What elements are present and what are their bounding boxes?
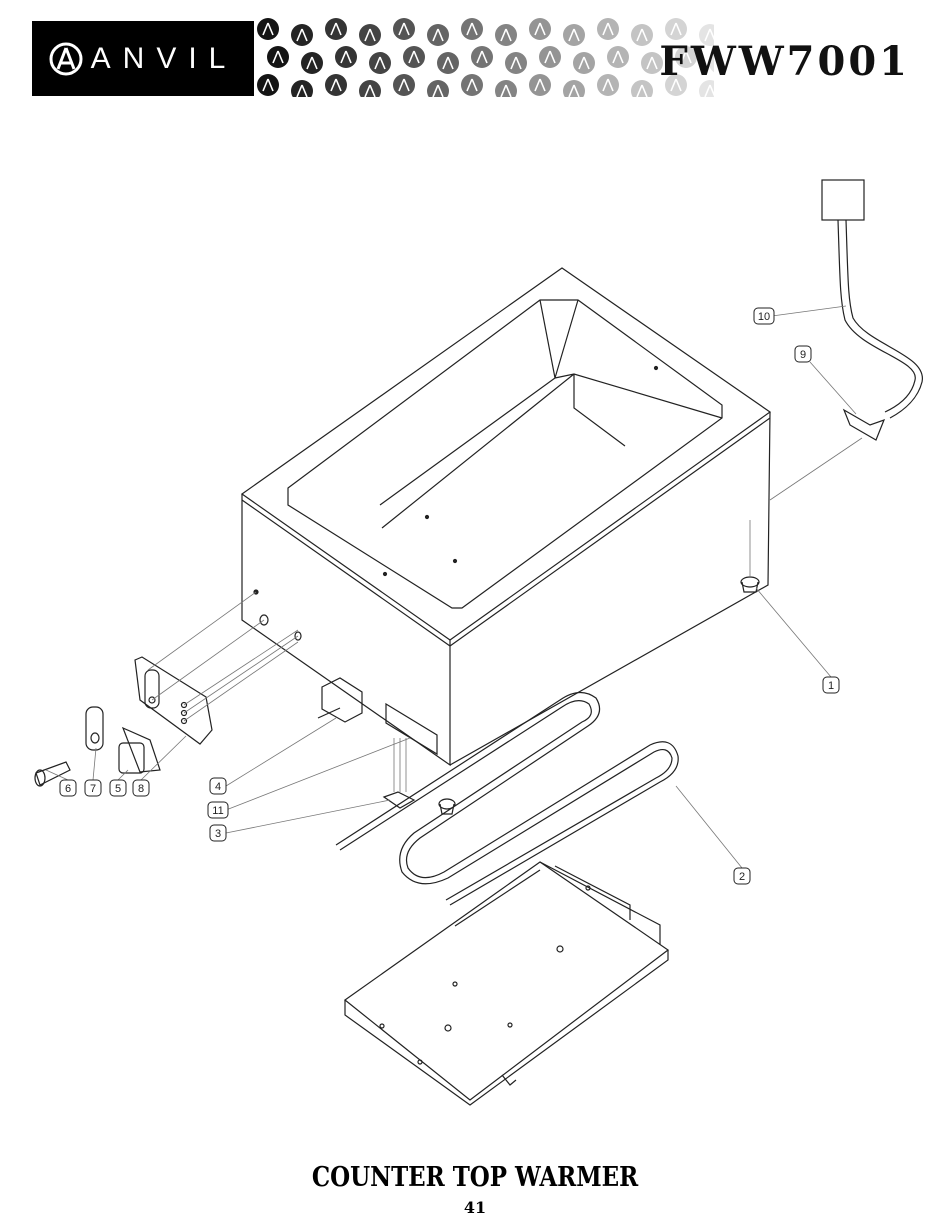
emblem-icon — [427, 24, 449, 46]
emblem-icon — [573, 52, 595, 74]
brand-name: ANVIL — [90, 41, 238, 75]
callout-6: 6 — [59, 779, 77, 797]
emblem-icon — [563, 24, 585, 46]
callout-4: 4 — [209, 777, 227, 795]
svg-text:3: 3 — [215, 828, 221, 840]
emblem-icon — [529, 74, 551, 96]
svg-text:9: 9 — [800, 349, 806, 361]
emblem-icon — [505, 52, 527, 74]
svg-text:2: 2 — [739, 871, 745, 883]
emblem-icon — [325, 74, 347, 96]
bottom-tray — [344, 861, 670, 1106]
anvil-logo: ANVIL — [32, 21, 254, 96]
emblem-icon — [597, 74, 619, 96]
emblem-icon — [607, 46, 629, 68]
callout-5: 5 — [109, 779, 127, 797]
emblem-icon — [267, 46, 289, 68]
svg-text:1: 1 — [828, 680, 834, 692]
emblem-icon — [461, 74, 483, 96]
emblem-icon — [369, 52, 391, 74]
svg-text:10: 10 — [758, 311, 770, 323]
svg-text:6: 6 — [65, 783, 71, 795]
callout-7: 7 — [84, 779, 102, 797]
model-number: FWW7001 — [659, 38, 910, 85]
svg-text:4: 4 — [215, 781, 221, 793]
emblem-icon — [641, 52, 663, 74]
emblem-icon — [563, 80, 585, 97]
emblem-icon — [393, 18, 415, 40]
emblem-icon — [257, 18, 279, 40]
emblem-icon — [665, 74, 687, 96]
svg-text:8: 8 — [138, 783, 144, 795]
callout-9: 9 — [794, 345, 812, 363]
page-number: 41 — [463, 1198, 487, 1217]
svg-text:7: 7 — [90, 783, 96, 795]
emblem-icon — [539, 46, 561, 68]
emblem-icon — [335, 46, 357, 68]
leader-lines — [45, 305, 863, 869]
emblem-icon — [325, 18, 347, 40]
callout-8: 8 — [132, 779, 150, 797]
emblem-icon — [359, 80, 381, 97]
emblem-icon — [301, 52, 323, 74]
exploded-parts-diagram: 1 2 3 4 5 6 7 8 9 10 11 — [34, 179, 923, 1106]
control-panel-parts — [34, 656, 363, 787]
emblem-icon — [631, 80, 653, 97]
emblem-icon — [495, 80, 517, 97]
svg-text:11: 11 — [212, 805, 223, 817]
emblem-icon — [359, 24, 381, 46]
emblem-icon — [709, 53, 714, 73]
emblem-icon — [403, 46, 425, 68]
callout-2: 2 — [733, 867, 751, 885]
callout-labels: 1 2 3 4 5 6 7 8 9 10 11 — [59, 307, 840, 885]
emblem-icon — [675, 46, 697, 68]
warmer-body — [240, 267, 772, 767]
emblem-icon — [699, 24, 714, 46]
heating-element — [335, 691, 679, 906]
emblem-icon — [461, 18, 483, 40]
emblem-icon — [631, 24, 653, 46]
emblem-icon — [665, 18, 687, 40]
cord-and-feet — [382, 179, 923, 815]
emblem-icon — [529, 18, 551, 40]
emblem-icon — [437, 52, 459, 74]
emblem-icon — [257, 74, 279, 96]
svg-text:5: 5 — [115, 783, 121, 795]
emblem-icon — [471, 46, 493, 68]
logo-pattern-banner — [257, 18, 714, 97]
page-title: COUNTER TOP WARMER — [311, 1162, 639, 1193]
callout-11: 11 — [207, 801, 229, 819]
emblem-icon — [291, 80, 313, 97]
emblem-icon — [291, 24, 313, 46]
anvil-emblem-icon — [49, 42, 83, 75]
emblem-icon — [427, 80, 449, 97]
callout-3: 3 — [209, 824, 227, 842]
emblem-icon — [597, 18, 619, 40]
callout-10: 10 — [753, 307, 775, 325]
emblem-icon — [699, 80, 714, 97]
emblem-icon — [393, 74, 415, 96]
callout-1: 1 — [822, 676, 840, 694]
emblem-icon — [495, 24, 517, 46]
